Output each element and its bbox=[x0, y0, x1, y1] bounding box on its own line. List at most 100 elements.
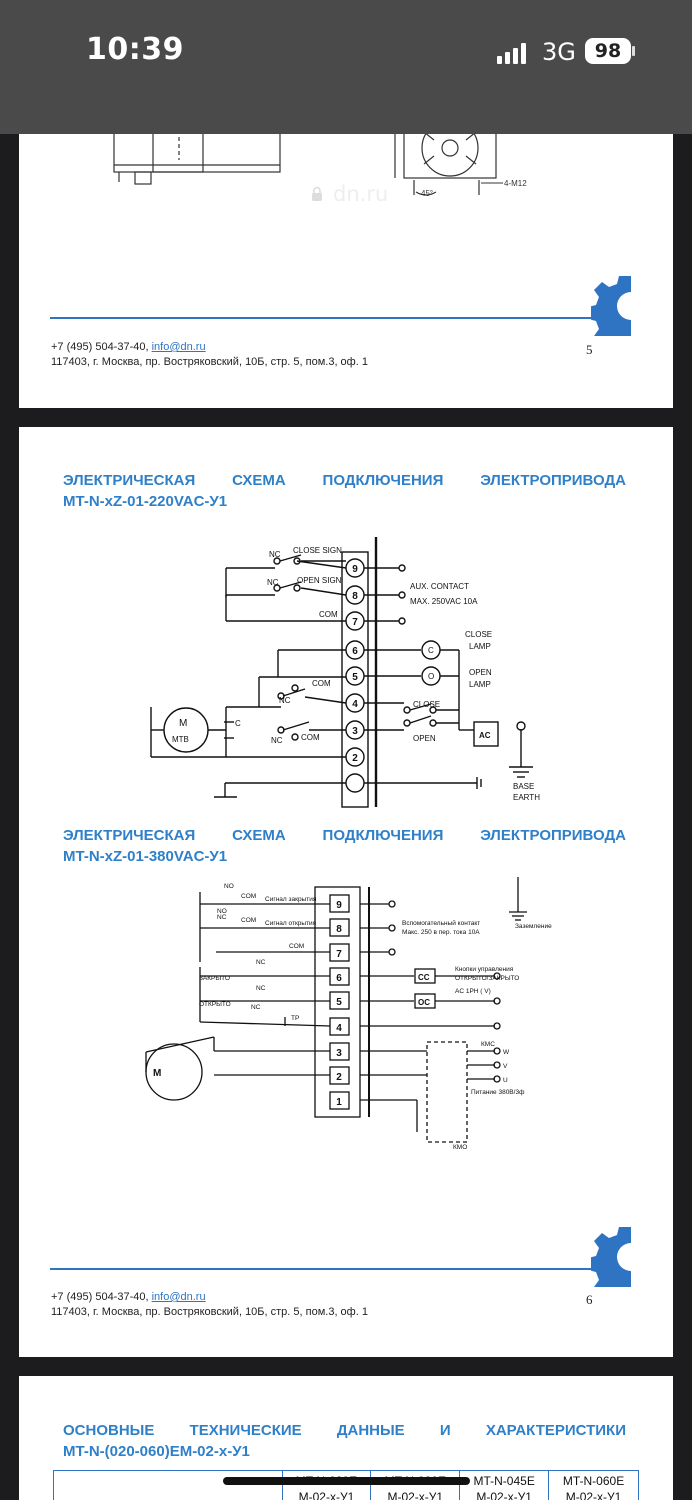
com-label: COM bbox=[289, 943, 304, 950]
section-heading-specs: ОСНОВНЫЕ ТЕХНИЧЕСКИЕ ДАННЫЕ И ХАРАКТЕРИС… bbox=[63, 1422, 626, 1460]
terminal-label: 9 bbox=[336, 900, 342, 911]
close-lamp-label-2: LAMP bbox=[469, 642, 491, 651]
model-line1: MT-N-060E bbox=[562, 1473, 625, 1488]
nc-label: NC bbox=[269, 550, 281, 559]
heading-word: СХЕМА bbox=[232, 472, 286, 489]
nc-label: NC bbox=[267, 578, 279, 587]
angle-label: 45° bbox=[421, 189, 433, 198]
heading-word: ОСНОВНЫЕ bbox=[63, 1422, 155, 1439]
terminal-label: 2 bbox=[336, 1072, 342, 1083]
status-bar: 10:39 3G 98 bbox=[0, 0, 692, 86]
footer-email-link[interactable]: info@dn.ru bbox=[151, 341, 206, 353]
no-label: NO bbox=[217, 908, 227, 915]
heading-word: ЭЛЕКТРОПРИВОДА bbox=[480, 827, 626, 844]
nc-label: NC bbox=[256, 959, 266, 966]
wiring-diagram-220vac: 9 8 7 6 5 4 3 2 NC CLOSE SIGN NC OPEN SI… bbox=[150, 537, 540, 808]
model-line2: M-02-x-У1 bbox=[476, 1489, 532, 1500]
page-number: 5 bbox=[586, 342, 593, 357]
nc-label: NC bbox=[217, 914, 227, 921]
terminal-label: 6 bbox=[336, 973, 342, 984]
battery-level: 98 bbox=[594, 40, 622, 62]
terminal-label: 8 bbox=[336, 924, 342, 935]
gear-logo-icon bbox=[591, 276, 631, 336]
footer-phone: +7 (495) 504-37-40, bbox=[51, 341, 149, 353]
terminal-label: 5 bbox=[352, 672, 358, 683]
com-label: COM bbox=[301, 733, 320, 742]
terminal-label: 9 bbox=[352, 564, 358, 575]
footer-contact: +7 (495) 504-37-40, info@dn.ru bbox=[51, 341, 206, 353]
nc-label: NC bbox=[256, 985, 266, 992]
heading-word: ПОДКЛЮЧЕНИЯ bbox=[322, 472, 444, 489]
heading-word: СХЕМА bbox=[232, 827, 286, 844]
terminal-label: 8 bbox=[352, 591, 358, 602]
heading-model: MT-N-xZ-01-220VAC-У1 bbox=[63, 493, 228, 510]
lamp-c-label: C bbox=[428, 646, 434, 655]
close-label: CLOSE bbox=[413, 700, 440, 709]
table-header-cell: MT-N-030EM-02-x-У1 bbox=[370, 1470, 461, 1500]
model-line2: M-02-x-У1 bbox=[387, 1489, 444, 1500]
com-label: COM bbox=[241, 893, 256, 900]
ac-label: AC bbox=[479, 731, 491, 740]
kmo-label: КМО bbox=[453, 1144, 467, 1151]
close-lamp-label: CLOSE bbox=[465, 630, 492, 639]
model-line2: M-02-x-У1 bbox=[298, 1489, 355, 1500]
terminal-label: 4 bbox=[352, 699, 358, 710]
terminal-label: 7 bbox=[352, 617, 358, 628]
lamp-o-label: O bbox=[428, 672, 434, 681]
model-line1: MT-N-045E bbox=[473, 1473, 535, 1488]
terminal-label: 3 bbox=[336, 1048, 342, 1059]
aux-contact-label: AUX. CONTACT bbox=[410, 582, 469, 591]
power-label: Питание 380В/3ф bbox=[471, 1089, 525, 1096]
terminal-label: 1 bbox=[336, 1097, 342, 1108]
phase-u-label: U bbox=[503, 1077, 508, 1084]
footer-email-link[interactable]: info@dn.ru bbox=[151, 1291, 206, 1303]
cellular-signal-icon bbox=[497, 43, 526, 64]
pdf-page-6: ЭЛЕКТРИЧЕСКАЯ СХЕМА ПОДКЛЮЧЕНИЯ ЭЛЕКТРОП… bbox=[19, 427, 673, 1357]
network-type: 3G bbox=[542, 38, 576, 66]
home-indicator[interactable] bbox=[223, 1477, 470, 1485]
table-header-cell: MT-N-020EM-02-x-У1 bbox=[281, 1470, 372, 1500]
open-sign-label: OPEN SIGN bbox=[297, 576, 342, 585]
heading-word: ЭЛЕКТРИЧЕСКАЯ bbox=[63, 472, 196, 489]
ground-label: Заземление bbox=[515, 923, 552, 930]
terminal-label: 6 bbox=[352, 646, 358, 657]
page-number: 6 bbox=[586, 1292, 593, 1307]
url-text: dn.ru bbox=[333, 182, 389, 206]
heading-word: ЭЛЕКТРИЧЕСКАЯ bbox=[63, 827, 196, 844]
heading-model: MT-N-xZ-01-380VAC-У1 bbox=[63, 848, 228, 865]
footer-phone: +7 (495) 504-37-40, bbox=[51, 1291, 149, 1303]
open-label: ОТКРЫТО bbox=[199, 1001, 231, 1008]
section-heading-380v: ЭЛЕКТРИЧЕСКАЯ СХЕМА ПОДКЛЮЧЕНИЯ ЭЛЕКТРОП… bbox=[63, 827, 626, 865]
motor-mtb-label: MTB bbox=[172, 735, 189, 744]
base-label: BASE bbox=[513, 782, 534, 791]
nc-label: NC bbox=[271, 736, 283, 745]
open-label: OPEN bbox=[413, 734, 436, 743]
heading-word: ДАННЫЕ bbox=[336, 1422, 405, 1439]
footer-address: 117403, г. Москва, пр. Востряковский, 10… bbox=[51, 356, 368, 368]
footer-rule bbox=[50, 1268, 598, 1270]
heading-word: ПОДКЛЮЧЕНИЯ bbox=[322, 827, 444, 844]
spec-table: MT-N-020EM-02-x-У1 MT-N-030EM-02-x-У1 MT… bbox=[53, 1470, 639, 1500]
motor-m-label: M bbox=[179, 718, 187, 729]
lock-icon bbox=[312, 186, 322, 201]
aux-contact-label: Вспомогательный контакт bbox=[402, 919, 480, 927]
heading-model: MT-N-(020-060)EM-02-х-У1 bbox=[63, 1443, 250, 1460]
terminal-label: 7 bbox=[336, 949, 342, 960]
terminal-label: 5 bbox=[336, 997, 342, 1008]
com-label: COM bbox=[319, 610, 338, 619]
oc-label: OC bbox=[418, 998, 430, 1007]
signal-close-label: Сигнал закрытия bbox=[265, 896, 317, 903]
ac-1ph-label: AC 1PH ( V) bbox=[455, 988, 491, 995]
thread-label: 4-M12 bbox=[504, 179, 527, 188]
footer-contact: +7 (495) 504-37-40, info@dn.ru bbox=[51, 1291, 206, 1303]
nc-label: NC bbox=[279, 696, 291, 705]
buttons-label-2: ОТКРЫТО/ЗАКРЫТО bbox=[455, 975, 519, 982]
address-bar[interactable]: dn.ru bbox=[0, 86, 692, 206]
open-lamp-label-2: LAMP bbox=[469, 680, 491, 689]
closed-label: ЗАКРЫТО bbox=[199, 975, 230, 982]
model-line2: M-02-x-У1 bbox=[565, 1489, 622, 1500]
wiring-diagram-380vac: 9 8 7 6 5 4 3 2 1 NO COM Сигнал закрытия… bbox=[145, 877, 552, 1151]
cc-label: CC bbox=[418, 973, 430, 982]
